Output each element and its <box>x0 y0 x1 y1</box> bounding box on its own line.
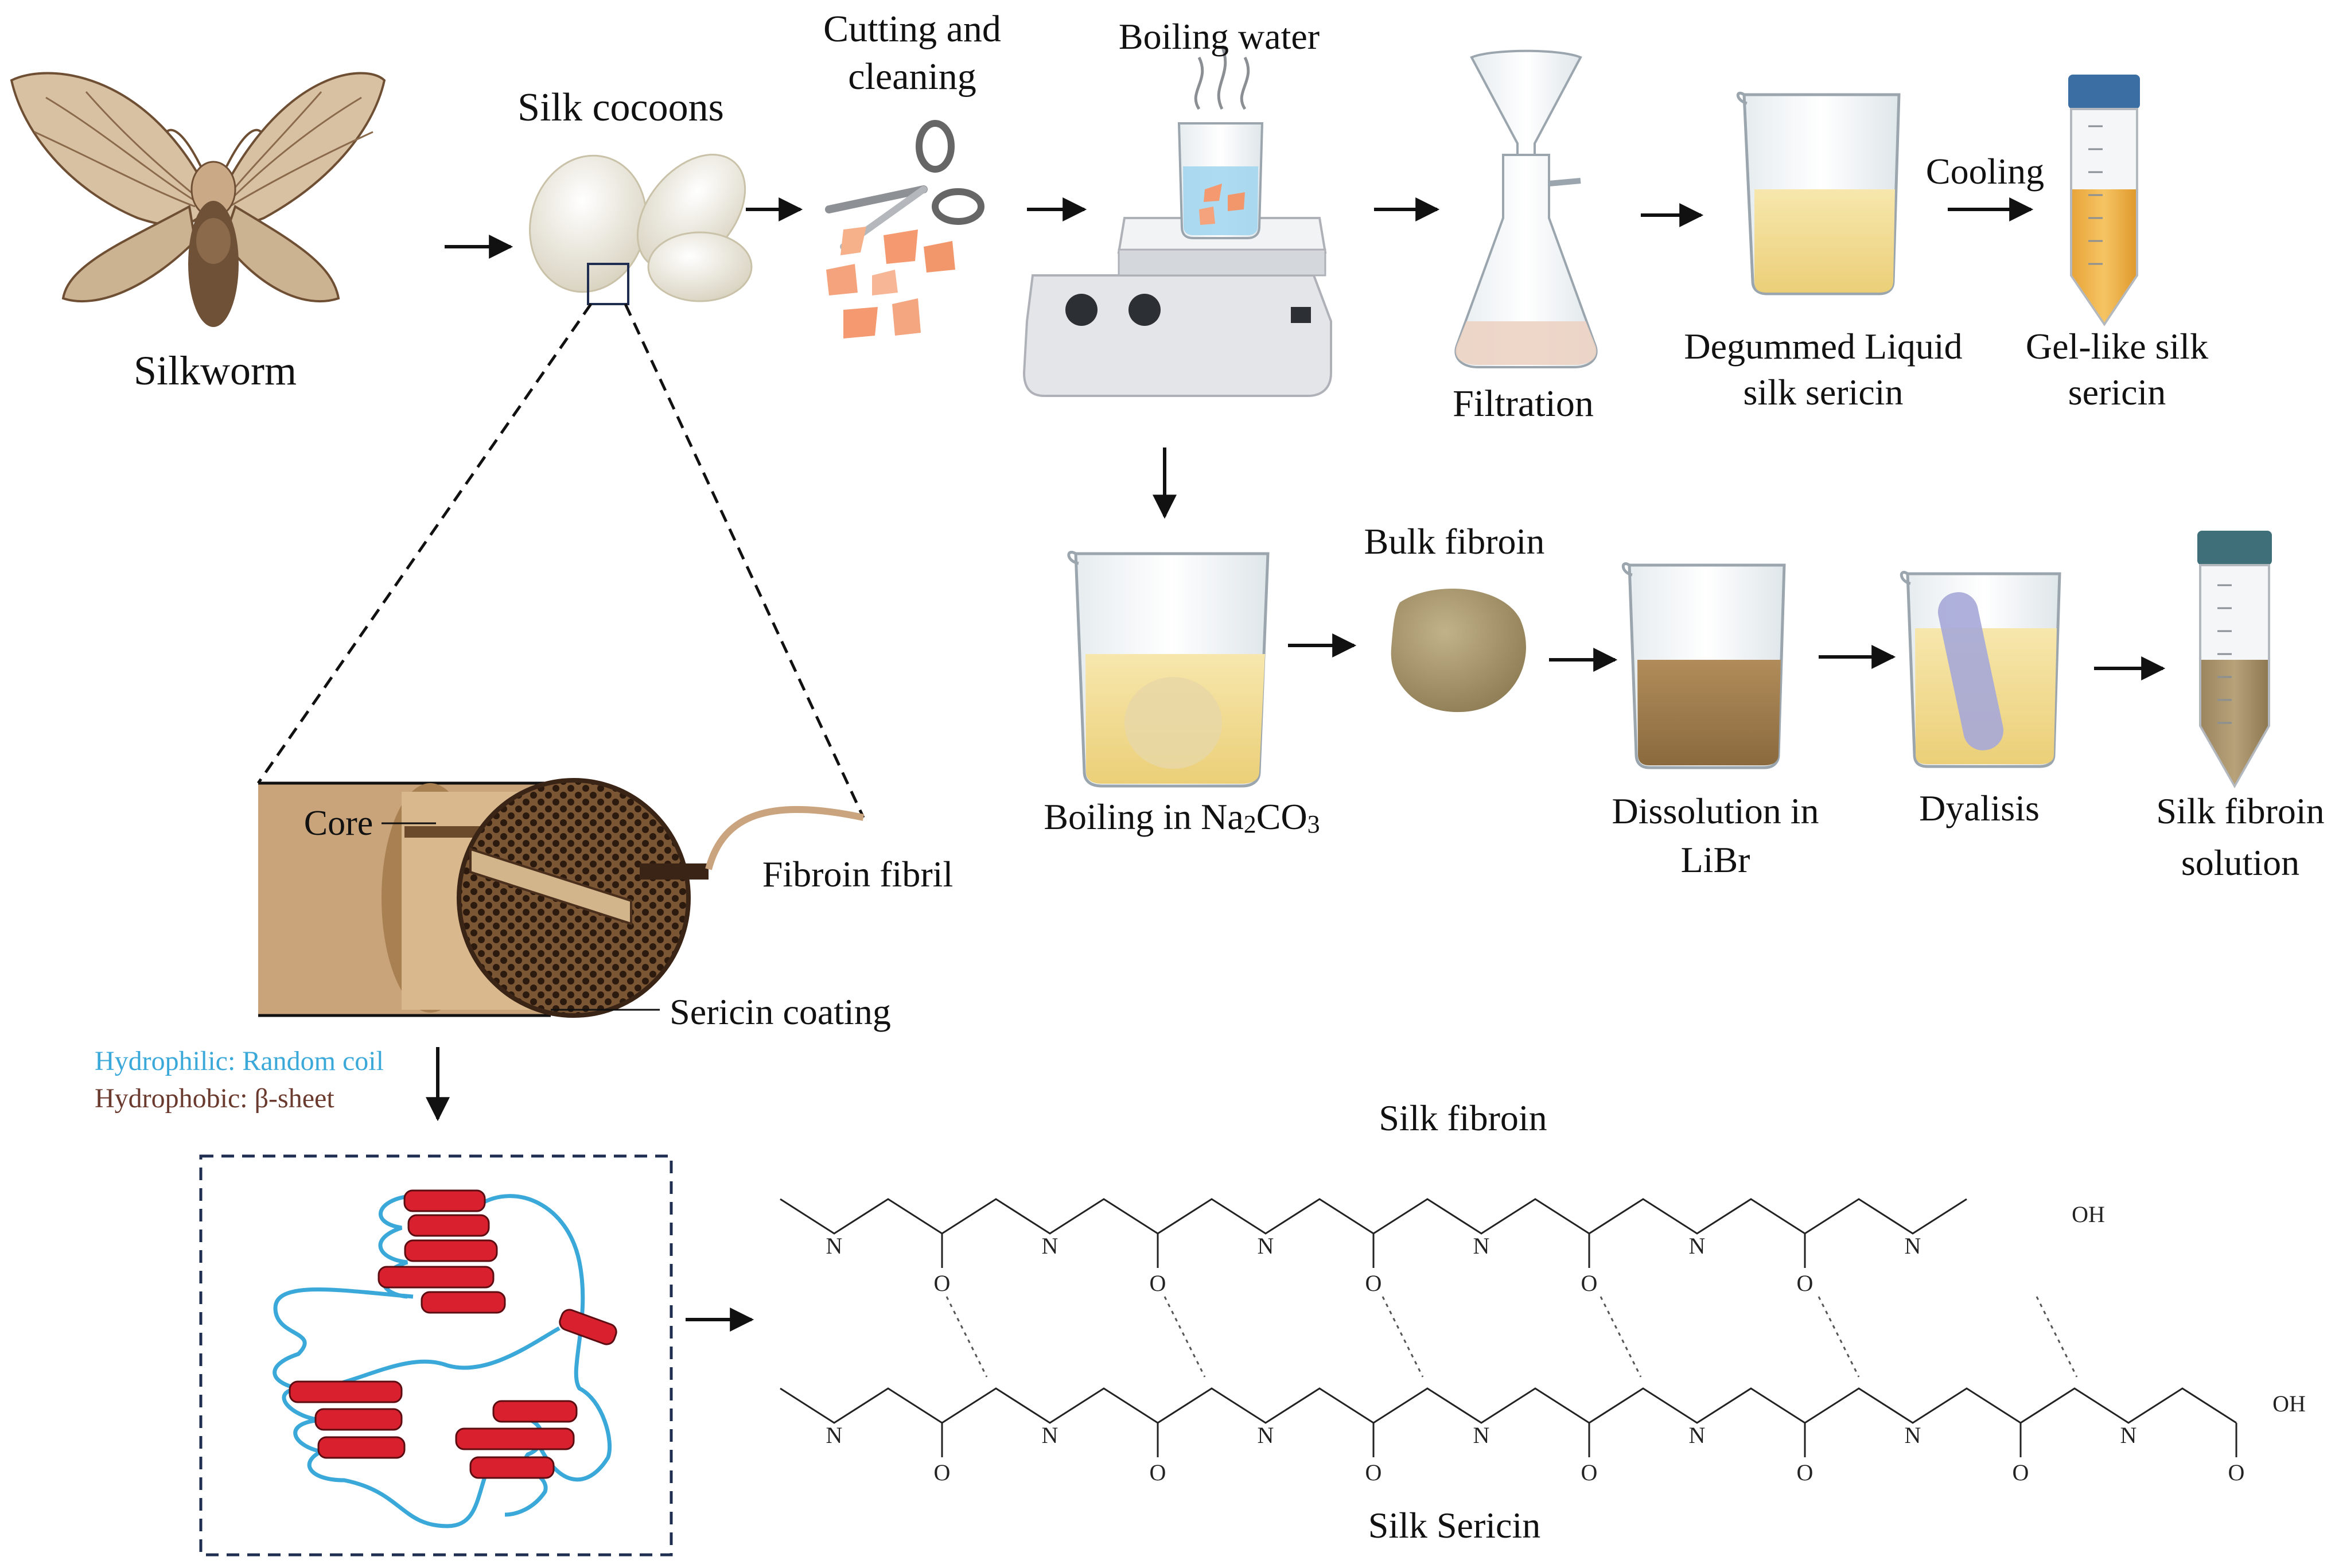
sericin-oh-terminal: OH <box>2272 1391 2306 1417</box>
label-silkworm: Silkworm <box>134 348 297 394</box>
label-core: Core <box>304 804 373 843</box>
sericin-n-atom: N <box>2120 1422 2137 1448</box>
sericin-n-atom: N <box>1905 1422 1921 1448</box>
label-sf-solution-2: solution <box>2181 842 2299 883</box>
label-boiling-water: Boiling water <box>1119 16 1320 57</box>
sericin-n-atom: N <box>1473 1422 1490 1448</box>
protein-structure-model <box>273 1189 617 1528</box>
fibroin-n-atom: N <box>1473 1233 1490 1259</box>
sericin-o-atom: O <box>934 1460 951 1485</box>
sericin-n-atom: N <box>1689 1422 1706 1448</box>
label-boiling-na2co3: Boiling in Na2CO3 <box>1044 796 1320 838</box>
silk-fibroin-tube-illustration <box>2197 531 2272 789</box>
fibroin-n-atom: N <box>1905 1233 1921 1259</box>
label-silk-sericin: Silk Sericin <box>1368 1505 1540 1546</box>
fibroin-oh-terminal: OH <box>2072 1201 2105 1227</box>
silk-sericin-chain: N O N O N O N O N O N O N O OH <box>780 1387 2306 1485</box>
hydrogen-bond-line <box>1818 1296 1860 1378</box>
label-cutting-2: cleaning <box>848 56 976 98</box>
sericin-o-atom: O <box>1581 1460 1598 1485</box>
sericin-n-atom: N <box>826 1422 843 1448</box>
hydrogen-bond-line <box>1163 1296 1206 1378</box>
sericin-n-atom: N <box>1258 1422 1274 1448</box>
fibroin-backbone <box>780 1198 1967 1235</box>
degummed-beaker-illustration <box>1736 91 1901 295</box>
sericin-o-atom: O <box>1797 1460 1813 1485</box>
na2co3-beaker-illustration <box>1067 551 1270 788</box>
label-cooling: Cooling <box>1926 151 2044 192</box>
fibroin-n-atom: N <box>1258 1233 1274 1259</box>
legend-hydrophilic: Hydrophilic: Random coil <box>95 1046 384 1076</box>
dialysis-beaker-illustration <box>1900 571 2061 768</box>
hydrogen-bond-line <box>2036 1296 2078 1378</box>
label-dissolution-2: LiBr <box>1681 839 1750 880</box>
legend-hydrophobic: Hydrophobic: β-sheet <box>95 1083 334 1114</box>
label-filtration: Filtration <box>1453 383 1594 425</box>
cocoons-illustration <box>529 154 753 305</box>
bulk-fibroin-ball <box>1391 589 1526 713</box>
sericin-backbone <box>780 1387 2237 1424</box>
libr-beaker-illustration <box>1621 562 1786 769</box>
label-sf-solution-1: Silk fibroin <box>2156 791 2324 831</box>
sericin-o-atom: O <box>1150 1460 1166 1485</box>
label-silk-fibroin: Silk fibroin <box>1379 1098 1547 1138</box>
label-dyalisis: Dyalisis <box>1919 788 2040 828</box>
fibroin-n-atom: N <box>1689 1233 1706 1259</box>
hydrogen-bonds <box>945 1296 2078 1378</box>
label-sericin-coating: Sericin coating <box>670 991 891 1032</box>
sericin-o-atom: O <box>2013 1460 2029 1485</box>
zoom-box <box>587 263 629 305</box>
silk-fibroin-chain: N O N O N O N O N O N OH <box>780 1198 2105 1296</box>
fibroin-o-atom: O <box>1797 1270 1813 1296</box>
label-fibroin-fibril: Fibroin fibril <box>762 854 953 894</box>
scissors-icon <box>825 120 984 250</box>
hot-plate-illustration <box>1022 45 1332 397</box>
cut-cocoon-pieces <box>826 227 955 338</box>
zoom-line-right <box>624 303 865 819</box>
label-bulk-fibroin: Bulk fibroin <box>1364 521 1545 562</box>
silkworm-moth-illustration <box>10 72 386 327</box>
gel-sericin-tube-illustration <box>2068 75 2140 326</box>
fibroin-o-atom: O <box>934 1270 951 1296</box>
fibroin-o-atom: O <box>1365 1270 1382 1296</box>
label-dissolution-1: Dissolution in <box>1612 791 1819 831</box>
fibroin-n-atom: N <box>1042 1233 1058 1259</box>
label-degummed-1: Degummed Liquid <box>1684 326 1962 367</box>
sericin-o-atom: O <box>2228 1460 2245 1485</box>
sericin-n-atom: N <box>1042 1422 1058 1448</box>
filtration-flask-illustration <box>1454 49 1598 368</box>
sericin-o-atom: O <box>1365 1460 1382 1485</box>
protein-structure-box <box>199 1154 673 1557</box>
fibroin-n-atom: N <box>826 1233 843 1259</box>
label-gel-1: Gel-like silk <box>2026 326 2208 367</box>
fibroin-o-atom: O <box>1150 1270 1166 1296</box>
label-gel-2: sericin <box>2068 372 2166 413</box>
zoom-line-left <box>256 303 593 784</box>
hydrogen-bond-line <box>1600 1296 1642 1378</box>
fibroin-o-atom: O <box>1581 1270 1598 1296</box>
hydrogen-bond-line <box>945 1296 988 1378</box>
label-degummed-2: silk sericin <box>1743 372 1903 413</box>
fiber-cross-section <box>258 778 865 1018</box>
label-silk-cocoons: Silk cocoons <box>517 85 724 130</box>
hydrogen-bond-line <box>1381 1296 1424 1378</box>
label-cutting-1: Cutting and <box>823 8 1001 50</box>
